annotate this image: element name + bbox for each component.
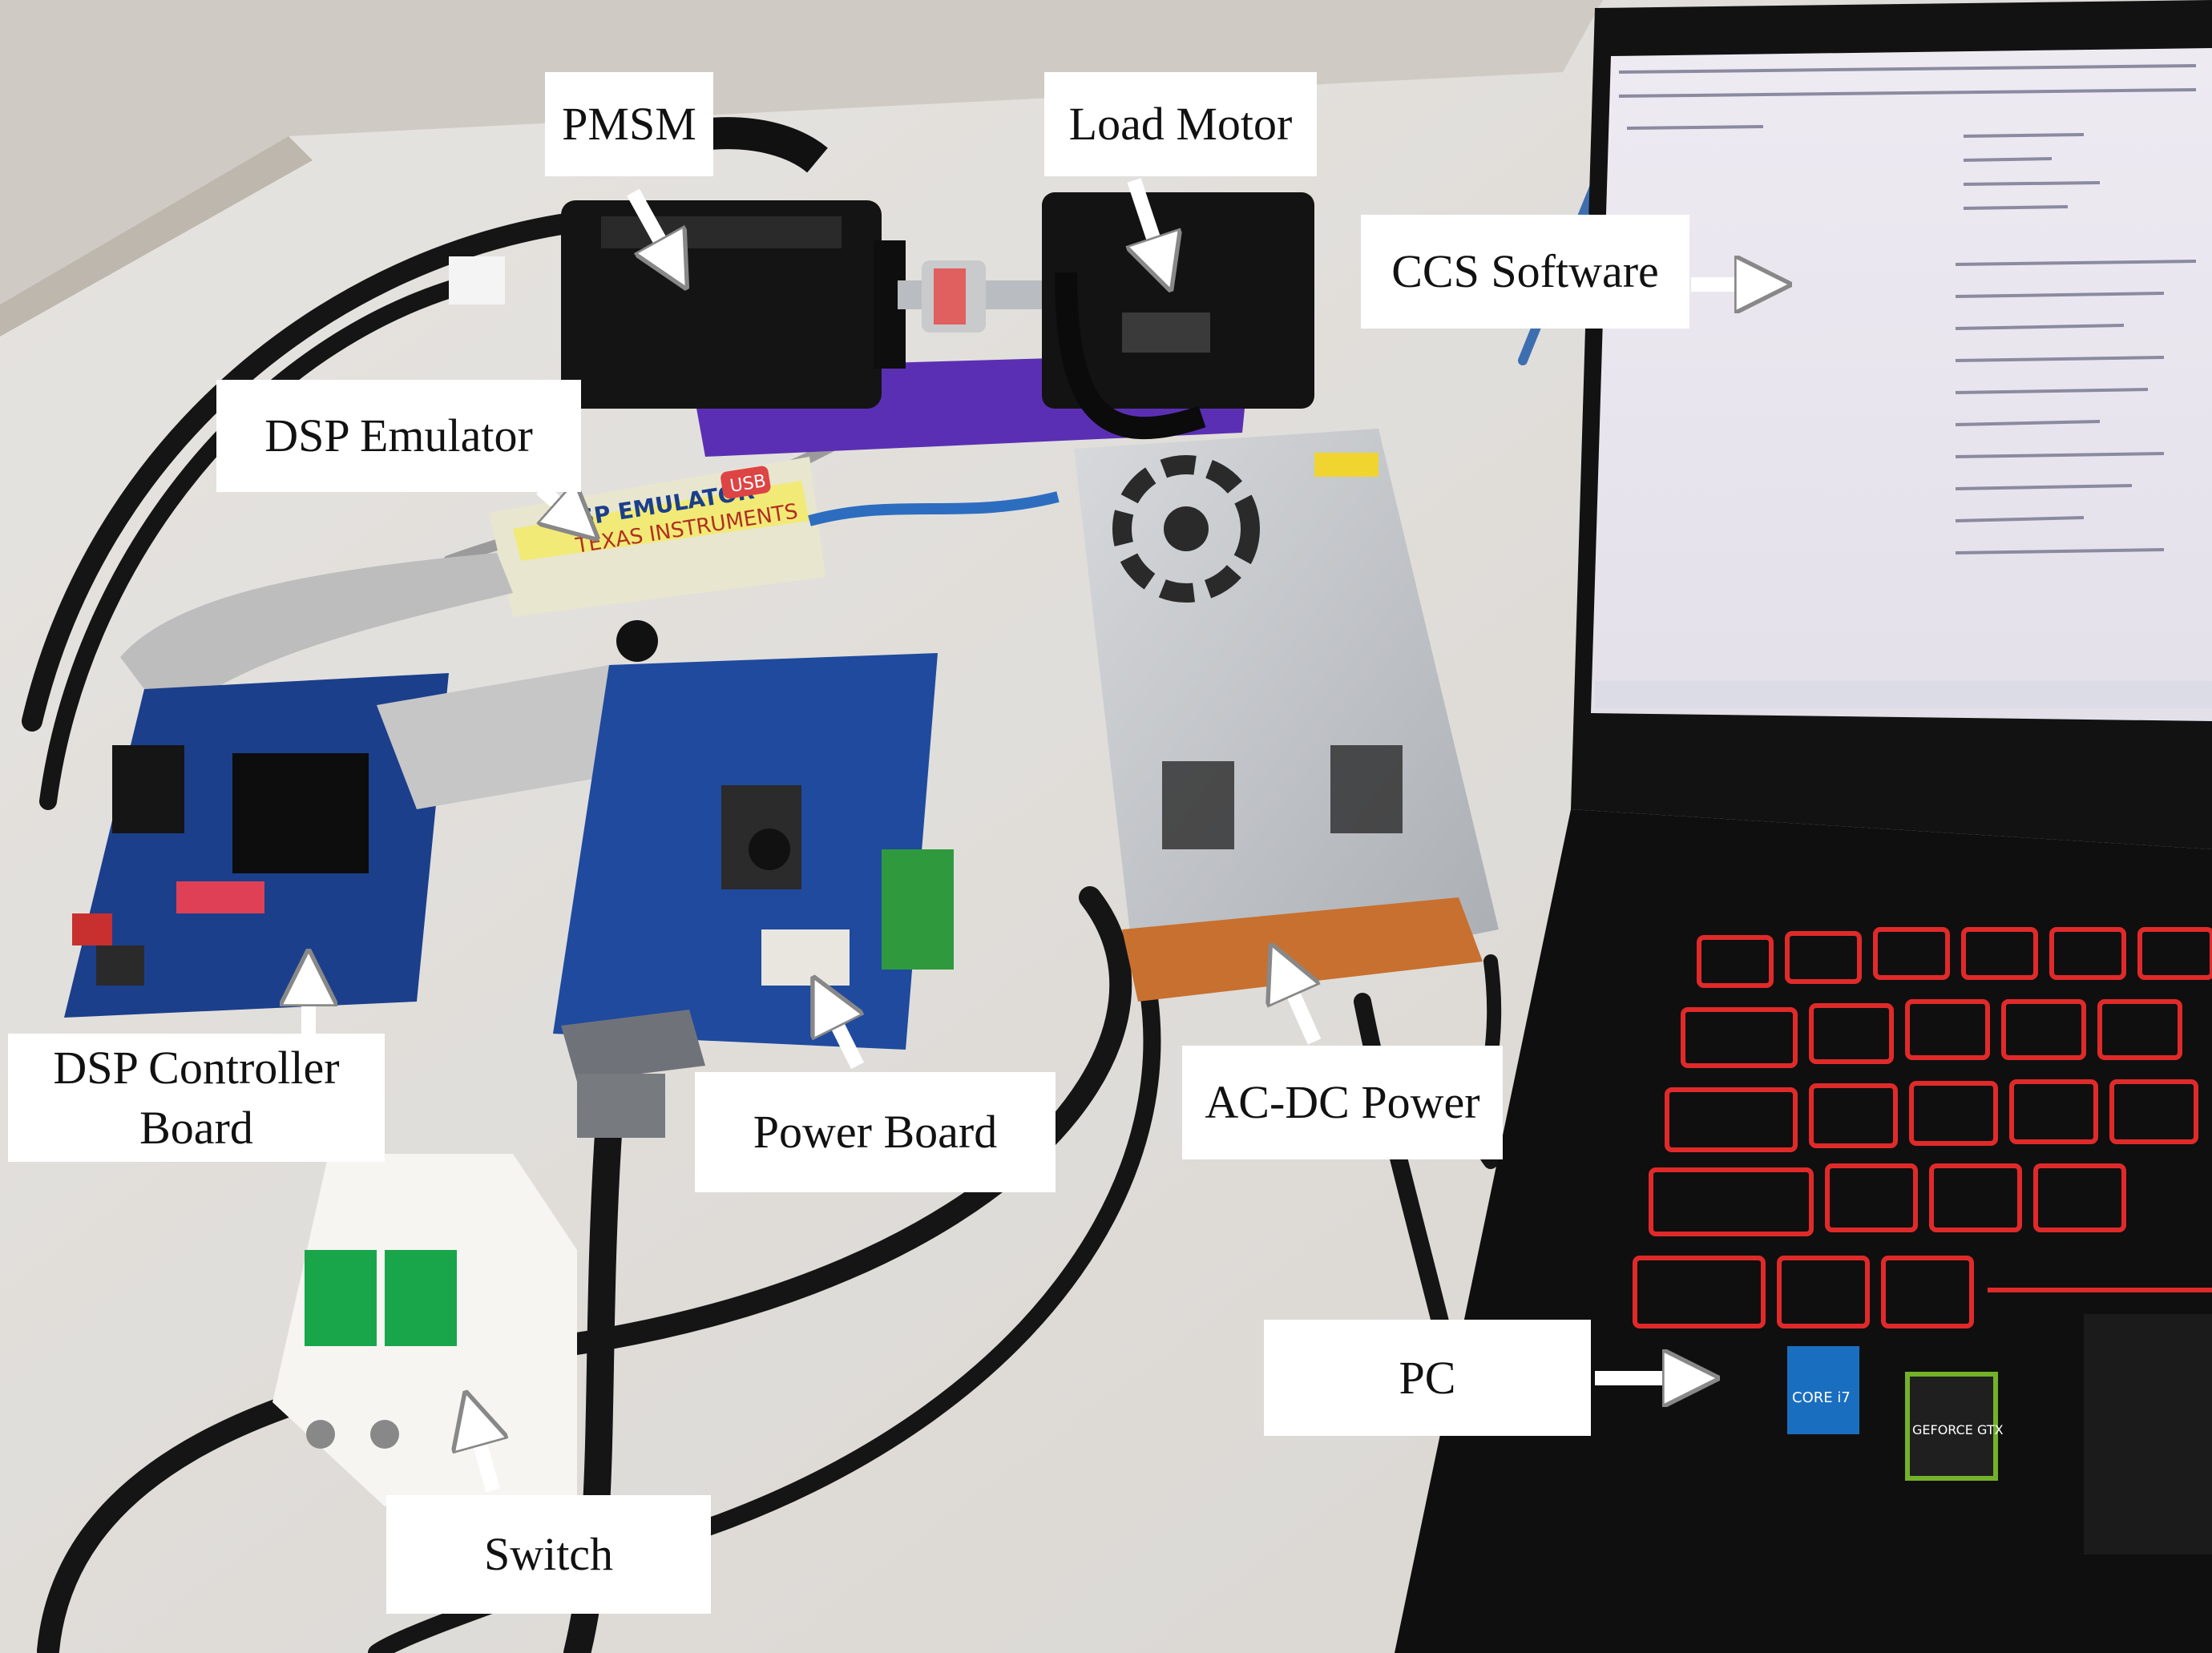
label-pc: PC xyxy=(1264,1320,1591,1436)
power-board-device xyxy=(553,620,954,1050)
label-ccs-software: CCS Software xyxy=(1361,215,1689,329)
keyboard-backlight xyxy=(1633,927,2212,1328)
label-power-board: Power Board xyxy=(695,1072,1056,1192)
ccs-screen-lines xyxy=(1618,64,2197,554)
dsp-emulator-device: TEXAS INSTRUMENTS DSP EMULATOR USB xyxy=(489,457,1060,617)
annotation-arrows xyxy=(309,178,1763,1493)
intel-sticker-text: CORE i7 xyxy=(1792,1389,1851,1406)
nvidia-sticker: GEFORCE GTX xyxy=(1905,1372,2004,1481)
db-connector xyxy=(561,1010,705,1138)
pmsm-arrow xyxy=(627,188,673,264)
power-board-arrow xyxy=(825,1002,858,1070)
label-dsp-emulator: DSP Emulator xyxy=(216,380,581,492)
label-ac-dc-power: AC-DC Power xyxy=(1182,1046,1503,1159)
ac-dc-power-arrow xyxy=(1282,970,1322,1045)
intel-sticker: CORE i7 xyxy=(1787,1346,1859,1434)
switch-arrow xyxy=(473,1418,493,1493)
load-motor xyxy=(1042,192,1314,440)
flat-ribbon-cable xyxy=(377,665,649,809)
dsp-emulator-arrow xyxy=(536,489,577,521)
nvidia-sticker-text: GEFORCE GTX xyxy=(1912,1422,2004,1437)
label-load-motor: Load Motor xyxy=(1044,72,1317,176)
wall-edge xyxy=(0,136,313,337)
dsp-controller-board-device xyxy=(64,673,449,1018)
label-dsp-controller-board: DSP Controller Board xyxy=(8,1034,385,1162)
laptop: CORE i7 GEFORCE GTX xyxy=(1395,0,2212,1653)
label-pmsm: PMSM xyxy=(545,72,713,176)
ribbon-cable xyxy=(120,553,513,721)
load-motor-arrow xyxy=(1134,178,1162,264)
label-switch: Switch xyxy=(386,1495,711,1614)
